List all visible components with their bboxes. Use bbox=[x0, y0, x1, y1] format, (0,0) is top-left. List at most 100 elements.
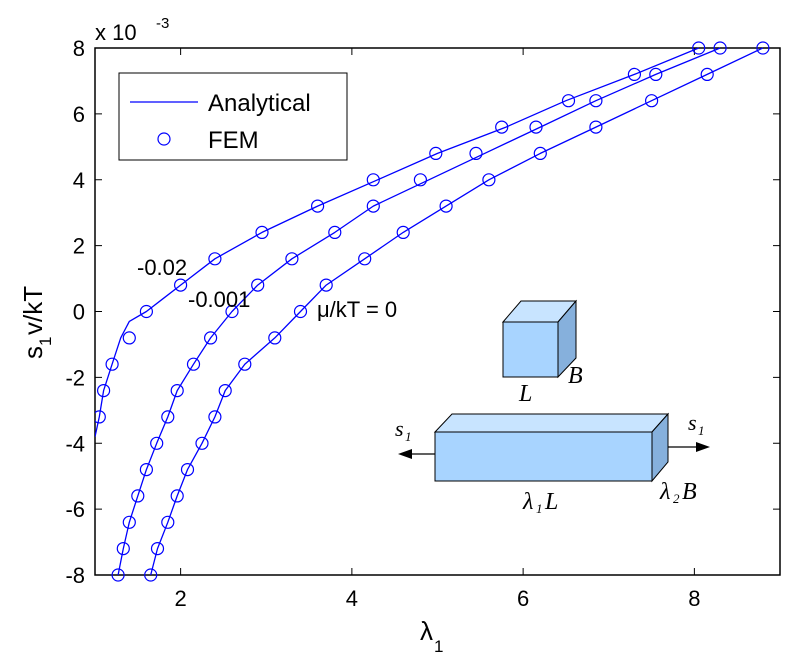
fem-point-3-13 bbox=[396, 225, 410, 239]
fem-point-3-17 bbox=[589, 120, 603, 134]
fem-point-1-1 bbox=[96, 384, 111, 398]
fem-point-3-5 bbox=[195, 436, 209, 450]
fem-point-3-10 bbox=[293, 304, 308, 319]
fem-point-3-9 bbox=[268, 331, 282, 345]
y-axis-label: s 1 v/kT bbox=[18, 286, 55, 359]
bar-width-label-sub: 2 bbox=[673, 491, 680, 506]
fem-point-1-9 bbox=[366, 173, 380, 187]
y-tick-label-5: 2 bbox=[73, 234, 85, 259]
fem-point-1-14 bbox=[692, 41, 706, 55]
fem-point-3-19 bbox=[700, 67, 714, 82]
fem-point-2-16 bbox=[469, 146, 483, 160]
annotation-curve-3: μ/kT = 0 bbox=[317, 297, 397, 322]
fem-point-3-7 bbox=[218, 384, 232, 398]
x-tick-label-8: 8 bbox=[688, 586, 700, 611]
fem-point-2-8 bbox=[186, 357, 201, 371]
fem-point-2-20 bbox=[713, 41, 727, 55]
inset-illustration: L B s 1 s 1 λ 1 L λ 2 B bbox=[395, 299, 710, 516]
y-tick-label-3: -2 bbox=[65, 365, 85, 390]
legend-box bbox=[118, 72, 348, 161]
fem-point-1-7 bbox=[255, 225, 269, 239]
fem-point-2-4 bbox=[139, 463, 153, 477]
y-axis-label-sub: 1 bbox=[36, 337, 55, 346]
fem-point-3-14 bbox=[439, 199, 453, 213]
y-tick-label-8: 8 bbox=[73, 36, 85, 61]
fem-point-1-3 bbox=[122, 331, 136, 345]
fem-point-3-1 bbox=[150, 541, 165, 556]
bar-length-label-rest: L bbox=[544, 489, 558, 515]
x-axis-label-main: λ bbox=[420, 616, 433, 646]
fem-point-2-10 bbox=[225, 304, 239, 319]
legend-label-analytical: Analytical bbox=[208, 90, 311, 117]
fem-point-3-0 bbox=[144, 568, 158, 582]
force-label-right-sub: 1 bbox=[698, 423, 705, 438]
force-arrowhead-left bbox=[398, 449, 412, 459]
fem-point-3-4 bbox=[180, 463, 195, 477]
x-axis-label-sub: 1 bbox=[434, 637, 443, 656]
cube-label-b: B bbox=[568, 363, 583, 389]
legend-label-fem: FEM bbox=[208, 127, 259, 154]
y-tick-label-0: -8 bbox=[65, 563, 85, 588]
fem-point-2-19 bbox=[649, 67, 663, 82]
fem-point-2-11 bbox=[251, 278, 265, 292]
fem-point-3-20 bbox=[756, 41, 770, 55]
force-arrowhead-right bbox=[696, 442, 710, 452]
fem-point-3-12 bbox=[358, 252, 372, 266]
fem-point-2-17 bbox=[529, 120, 543, 134]
bar-top-face bbox=[433, 413, 670, 433]
fem-point-2-6 bbox=[161, 410, 175, 424]
fem-point-2-5 bbox=[150, 436, 164, 450]
y-tick-label-7: 6 bbox=[73, 102, 85, 127]
y-tick-label-2: -4 bbox=[65, 431, 85, 456]
analytical-line-3 bbox=[150, 47, 764, 576]
series-layer bbox=[95, 41, 770, 582]
annotation-curve-2: -0.001 bbox=[188, 287, 250, 312]
fem-point-2-12 bbox=[285, 252, 299, 266]
analytical-line-1 bbox=[95, 47, 699, 437]
fem-point-1-2 bbox=[105, 357, 119, 371]
fem-point-3-15 bbox=[482, 173, 496, 187]
series-1 bbox=[95, 41, 706, 437]
cube-label-l: L bbox=[518, 381, 532, 407]
fem-point-1-10 bbox=[429, 146, 443, 160]
series-2 bbox=[111, 41, 727, 582]
bar-width-label-rest: B bbox=[682, 479, 697, 505]
fem-point-3-16 bbox=[533, 146, 547, 160]
force-label-left: s bbox=[395, 416, 404, 441]
y-tick-label-1: -6 bbox=[65, 497, 85, 522]
x-axis-label: λ 1 bbox=[420, 616, 443, 656]
fem-point-2-1 bbox=[116, 541, 130, 556]
x-tick-label-4: 4 bbox=[346, 586, 358, 611]
fem-point-1-4 bbox=[139, 304, 153, 319]
bar-front-face bbox=[434, 431, 653, 482]
fem-point-3-3 bbox=[170, 489, 184, 503]
y-scale-exponent: -3 bbox=[156, 15, 169, 32]
fem-point-1-13 bbox=[627, 67, 642, 82]
fem-point-2-2 bbox=[122, 515, 136, 529]
fem-point-2-9 bbox=[204, 331, 218, 345]
fem-point-3-18 bbox=[644, 94, 659, 108]
fem-point-3-2 bbox=[161, 515, 175, 529]
x-tick-label-2: 2 bbox=[175, 586, 187, 611]
y-axis-label-main: s bbox=[18, 346, 48, 359]
force-label-left-sub: 1 bbox=[405, 429, 412, 444]
y-scale-prefix: x 10 bbox=[95, 20, 137, 45]
fem-point-2-3 bbox=[131, 489, 145, 503]
fem-point-3-8 bbox=[238, 357, 252, 371]
fem-point-2-0 bbox=[111, 568, 125, 582]
fem-point-2-18 bbox=[589, 94, 603, 108]
fem-point-2-13 bbox=[328, 225, 342, 239]
y-tick-label-6: 4 bbox=[73, 168, 85, 193]
fem-point-1-11 bbox=[495, 120, 509, 134]
bar-length-label-main: λ bbox=[522, 489, 533, 515]
force-label-right: s bbox=[688, 410, 697, 435]
legend-circle-sample bbox=[157, 132, 171, 146]
bar-width-label-main: λ bbox=[659, 479, 670, 505]
fem-point-1-8 bbox=[311, 199, 325, 213]
y-tick-label-4: 0 bbox=[73, 300, 85, 325]
fem-point-2-15 bbox=[413, 173, 427, 187]
analytical-line-2 bbox=[117, 47, 721, 576]
cube-front-face bbox=[502, 321, 559, 378]
